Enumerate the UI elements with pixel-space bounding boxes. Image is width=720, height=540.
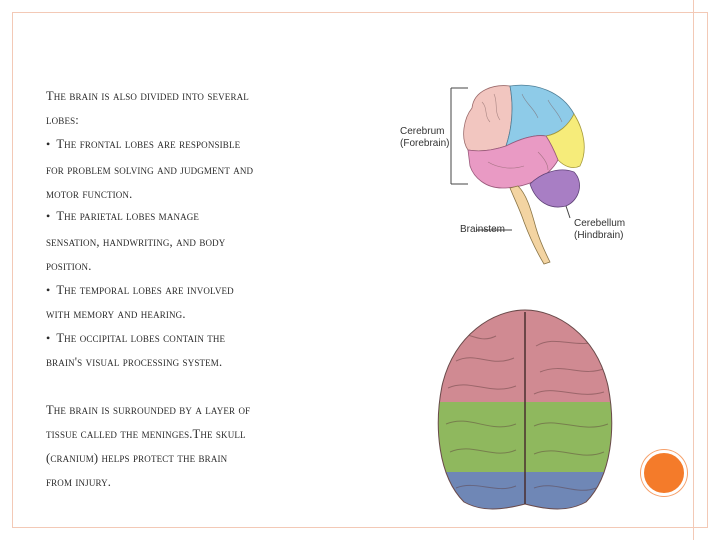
bullet-icon: • — [46, 137, 51, 151]
text-line: tissue called the meninges.The skull — [46, 427, 246, 441]
gyri-lines — [481, 93, 563, 171]
bullet-icon: • — [46, 209, 51, 223]
text-line: The brain is also divided into several — [46, 89, 249, 103]
gyri-texture — [445, 332, 609, 491]
text-line: (cranium) helps protect the brain — [46, 451, 228, 465]
bullet-line: •The parietal lobes manage — [46, 209, 200, 223]
brain-side-view-image — [450, 84, 585, 265]
text-line: brain's visual processing system. — [46, 355, 223, 369]
text-line: sensation, handwriting, and body — [46, 235, 226, 249]
slide-right-rule — [693, 0, 694, 540]
text-line: motor function. — [46, 187, 133, 201]
cerebellum-pointer — [565, 205, 571, 219]
accent-circle — [641, 450, 687, 496]
bullet-line: •The occipital lobes contain the — [46, 331, 226, 345]
brainstem-label: Brainstem — [460, 224, 506, 235]
brainstem-region — [509, 185, 551, 265]
bullet-line: •The frontal lobes are responsible — [46, 137, 241, 151]
bullet-icon: • — [46, 331, 51, 345]
cerebrum-bracket-ticks — [451, 87, 468, 185]
text-line: lobes: — [46, 113, 79, 127]
text-line: for problem solving and judgment and — [46, 163, 254, 177]
temporal-lobe-region — [467, 135, 559, 189]
cerebellum-region — [529, 169, 580, 208]
bullet-line: •The temporal lobes are involved — [46, 283, 234, 297]
text-line: position. — [46, 259, 92, 273]
cerebellum-label: Cerebellum (Hindbrain) — [574, 218, 626, 241]
text-line: from injury. — [46, 475, 112, 489]
text-line: with memory and hearing. — [46, 307, 186, 321]
bullet-icon: • — [46, 283, 51, 297]
brain-top-view-image — [437, 309, 613, 510]
text-line: The brain is surrounded by a layer of — [46, 403, 251, 417]
cerebrum-label: Cerebrum (Forebrain) — [400, 126, 450, 149]
slide-frame — [12, 12, 708, 528]
